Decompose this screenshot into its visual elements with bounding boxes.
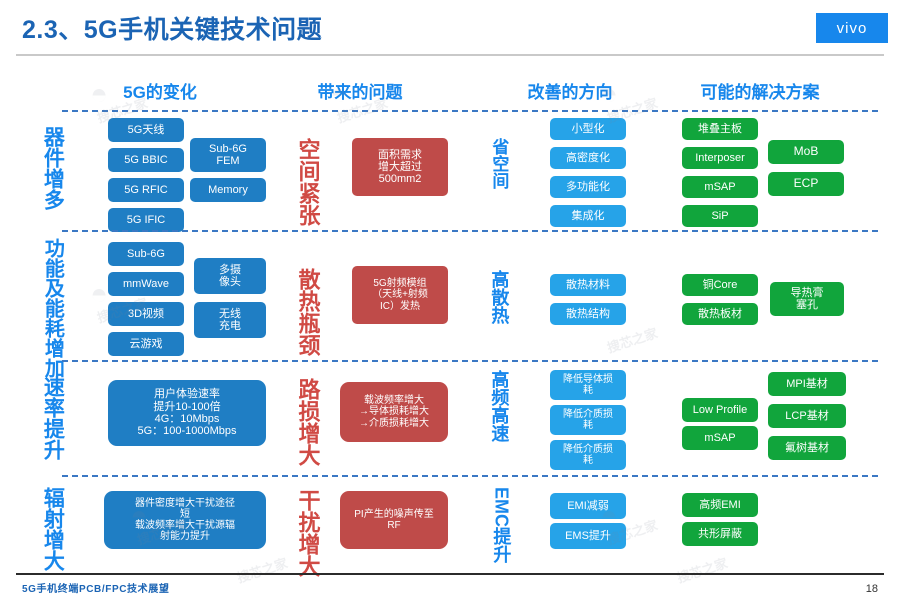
- direction-box: 高密度化: [550, 147, 626, 169]
- column-header-problems: 带来的问题: [317, 83, 403, 102]
- change-box: mmWave: [108, 272, 184, 296]
- problem-box: 载波频率增大 →导体损耗增大 →介质损耗增大: [340, 382, 448, 442]
- page-number: 18: [865, 583, 878, 595]
- row-label-direction: 省空间: [489, 138, 509, 189]
- direction-box: 降低介质损 耗: [550, 405, 626, 435]
- footer-title: 5G手机终端PCB/FPC技术展望: [22, 584, 170, 595]
- solution-box: 堆叠主板: [682, 118, 758, 140]
- solution-box: SiP: [682, 205, 758, 227]
- solution-box: 高频EMI: [682, 493, 758, 517]
- change-box: 云游戏: [108, 332, 184, 356]
- problem-box: PI产生的噪声传至 RF: [340, 491, 448, 549]
- solution-box: 氟树基材: [768, 436, 846, 460]
- solution-box: 导热膏 塞孔: [770, 282, 844, 316]
- header-divider: [16, 54, 884, 56]
- table-row: 器件增多 5G天线 5G BBIC 5G RFIC 5G IFIC Sub-6G…: [0, 110, 900, 232]
- change-box: 多摄 像头: [194, 258, 266, 294]
- solution-box: Low Profile: [682, 398, 758, 422]
- solution-box: MoB: [768, 140, 844, 164]
- row-label-change: 器件增多: [41, 126, 65, 210]
- change-box: Sub-6G FEM: [190, 138, 266, 172]
- solution-box: MPI基材: [768, 372, 846, 396]
- direction-box: 降低介质损 耗: [550, 440, 626, 470]
- direction-box: EMI减弱: [550, 493, 626, 519]
- change-box: 5G IFIC: [108, 208, 184, 232]
- row-label-problem: 干扰增大: [295, 489, 321, 577]
- solution-box: 散热板材: [682, 303, 758, 325]
- column-header-changes: 5G的变化: [123, 83, 197, 102]
- solution-box: Interposer: [682, 147, 758, 169]
- matrix-rows: 器件增多 5G天线 5G BBIC 5G RFIC 5G IFIC Sub-6G…: [0, 110, 900, 577]
- change-box: Sub-6G: [108, 242, 184, 266]
- solution-box: LCP基材: [768, 404, 846, 428]
- change-box: 用户体验速率 提升10-100倍 4G：10Mbps 5G：100-1000Mb…: [108, 380, 266, 446]
- direction-box: 散热材料: [550, 274, 626, 296]
- solution-box: mSAP: [682, 176, 758, 198]
- direction-box: 散热结构: [550, 303, 626, 325]
- row-divider: [62, 230, 878, 232]
- table-row: 功能及能耗增加 Sub-6G mmWave 3D视频 云游戏 多摄 像头 无线 …: [0, 230, 900, 378]
- column-headers: 5G的变化 带来的问题 改善的方向 可能的解决方案: [0, 78, 900, 104]
- direction-box: 多功能化: [550, 176, 626, 198]
- solution-box: 铜Core: [682, 274, 758, 296]
- change-box: Memory: [190, 178, 266, 202]
- change-box: 5G BBIC: [108, 148, 184, 172]
- direction-box: 降低导体损 耗: [550, 370, 626, 400]
- row-divider: [62, 475, 878, 477]
- row-label-problem: 空间紧张: [295, 138, 321, 226]
- change-box: 3D视频: [108, 302, 184, 326]
- solution-box: ECP: [768, 172, 844, 196]
- column-header-solutions: 可能的解决方案: [700, 83, 820, 102]
- row-label-change: 速率提升: [41, 376, 65, 460]
- change-box: 5G天线: [108, 118, 184, 142]
- row-label-direction: 高散热: [489, 270, 510, 324]
- solution-box: mSAP: [682, 426, 758, 450]
- row-label-change: 辐射增大: [41, 487, 65, 571]
- vivo-logo: vivo: [816, 13, 888, 43]
- direction-box: EMS提升: [550, 523, 626, 549]
- change-box: 无线 充电: [194, 302, 266, 338]
- direction-box: 小型化: [550, 118, 626, 140]
- row-label-direction: EMC提升: [491, 487, 512, 563]
- table-row: 辐射增大 器件密度增大干扰途径 短 载波频率增大干扰源辐 射能力提升 干扰增大 …: [0, 475, 900, 577]
- table-row: 速率提升 用户体验速率 提升10-100倍 4G：10Mbps 5G：100-1…: [0, 360, 900, 475]
- page-title: 2.3、5G手机关键技术问题: [22, 16, 323, 44]
- row-label-problem: 路损增大: [295, 378, 321, 466]
- footer-divider: [16, 573, 884, 575]
- column-header-directions: 改善的方向: [527, 83, 613, 102]
- slide-header: 2.3、5G手机关键技术问题 vivo: [0, 0, 900, 56]
- problem-box: 5G射频模组 （天线+射频 IC）发热: [352, 266, 448, 324]
- direction-box: 集成化: [550, 205, 626, 227]
- solution-box: 共形屏蔽: [682, 522, 758, 546]
- row-label-direction: 高频高速: [489, 370, 510, 442]
- row-label-change: 功能及能耗增加: [41, 238, 64, 378]
- row-divider: [62, 360, 878, 362]
- change-box: 器件密度增大干扰途径 短 载波频率增大干扰源辐 射能力提升: [104, 491, 266, 549]
- row-divider: [62, 110, 878, 112]
- change-box: 5G RFIC: [108, 178, 184, 202]
- row-label-problem: 散热瓶颈: [295, 268, 321, 356]
- problem-box: 面积需求 增大超过 500mm2: [352, 138, 448, 196]
